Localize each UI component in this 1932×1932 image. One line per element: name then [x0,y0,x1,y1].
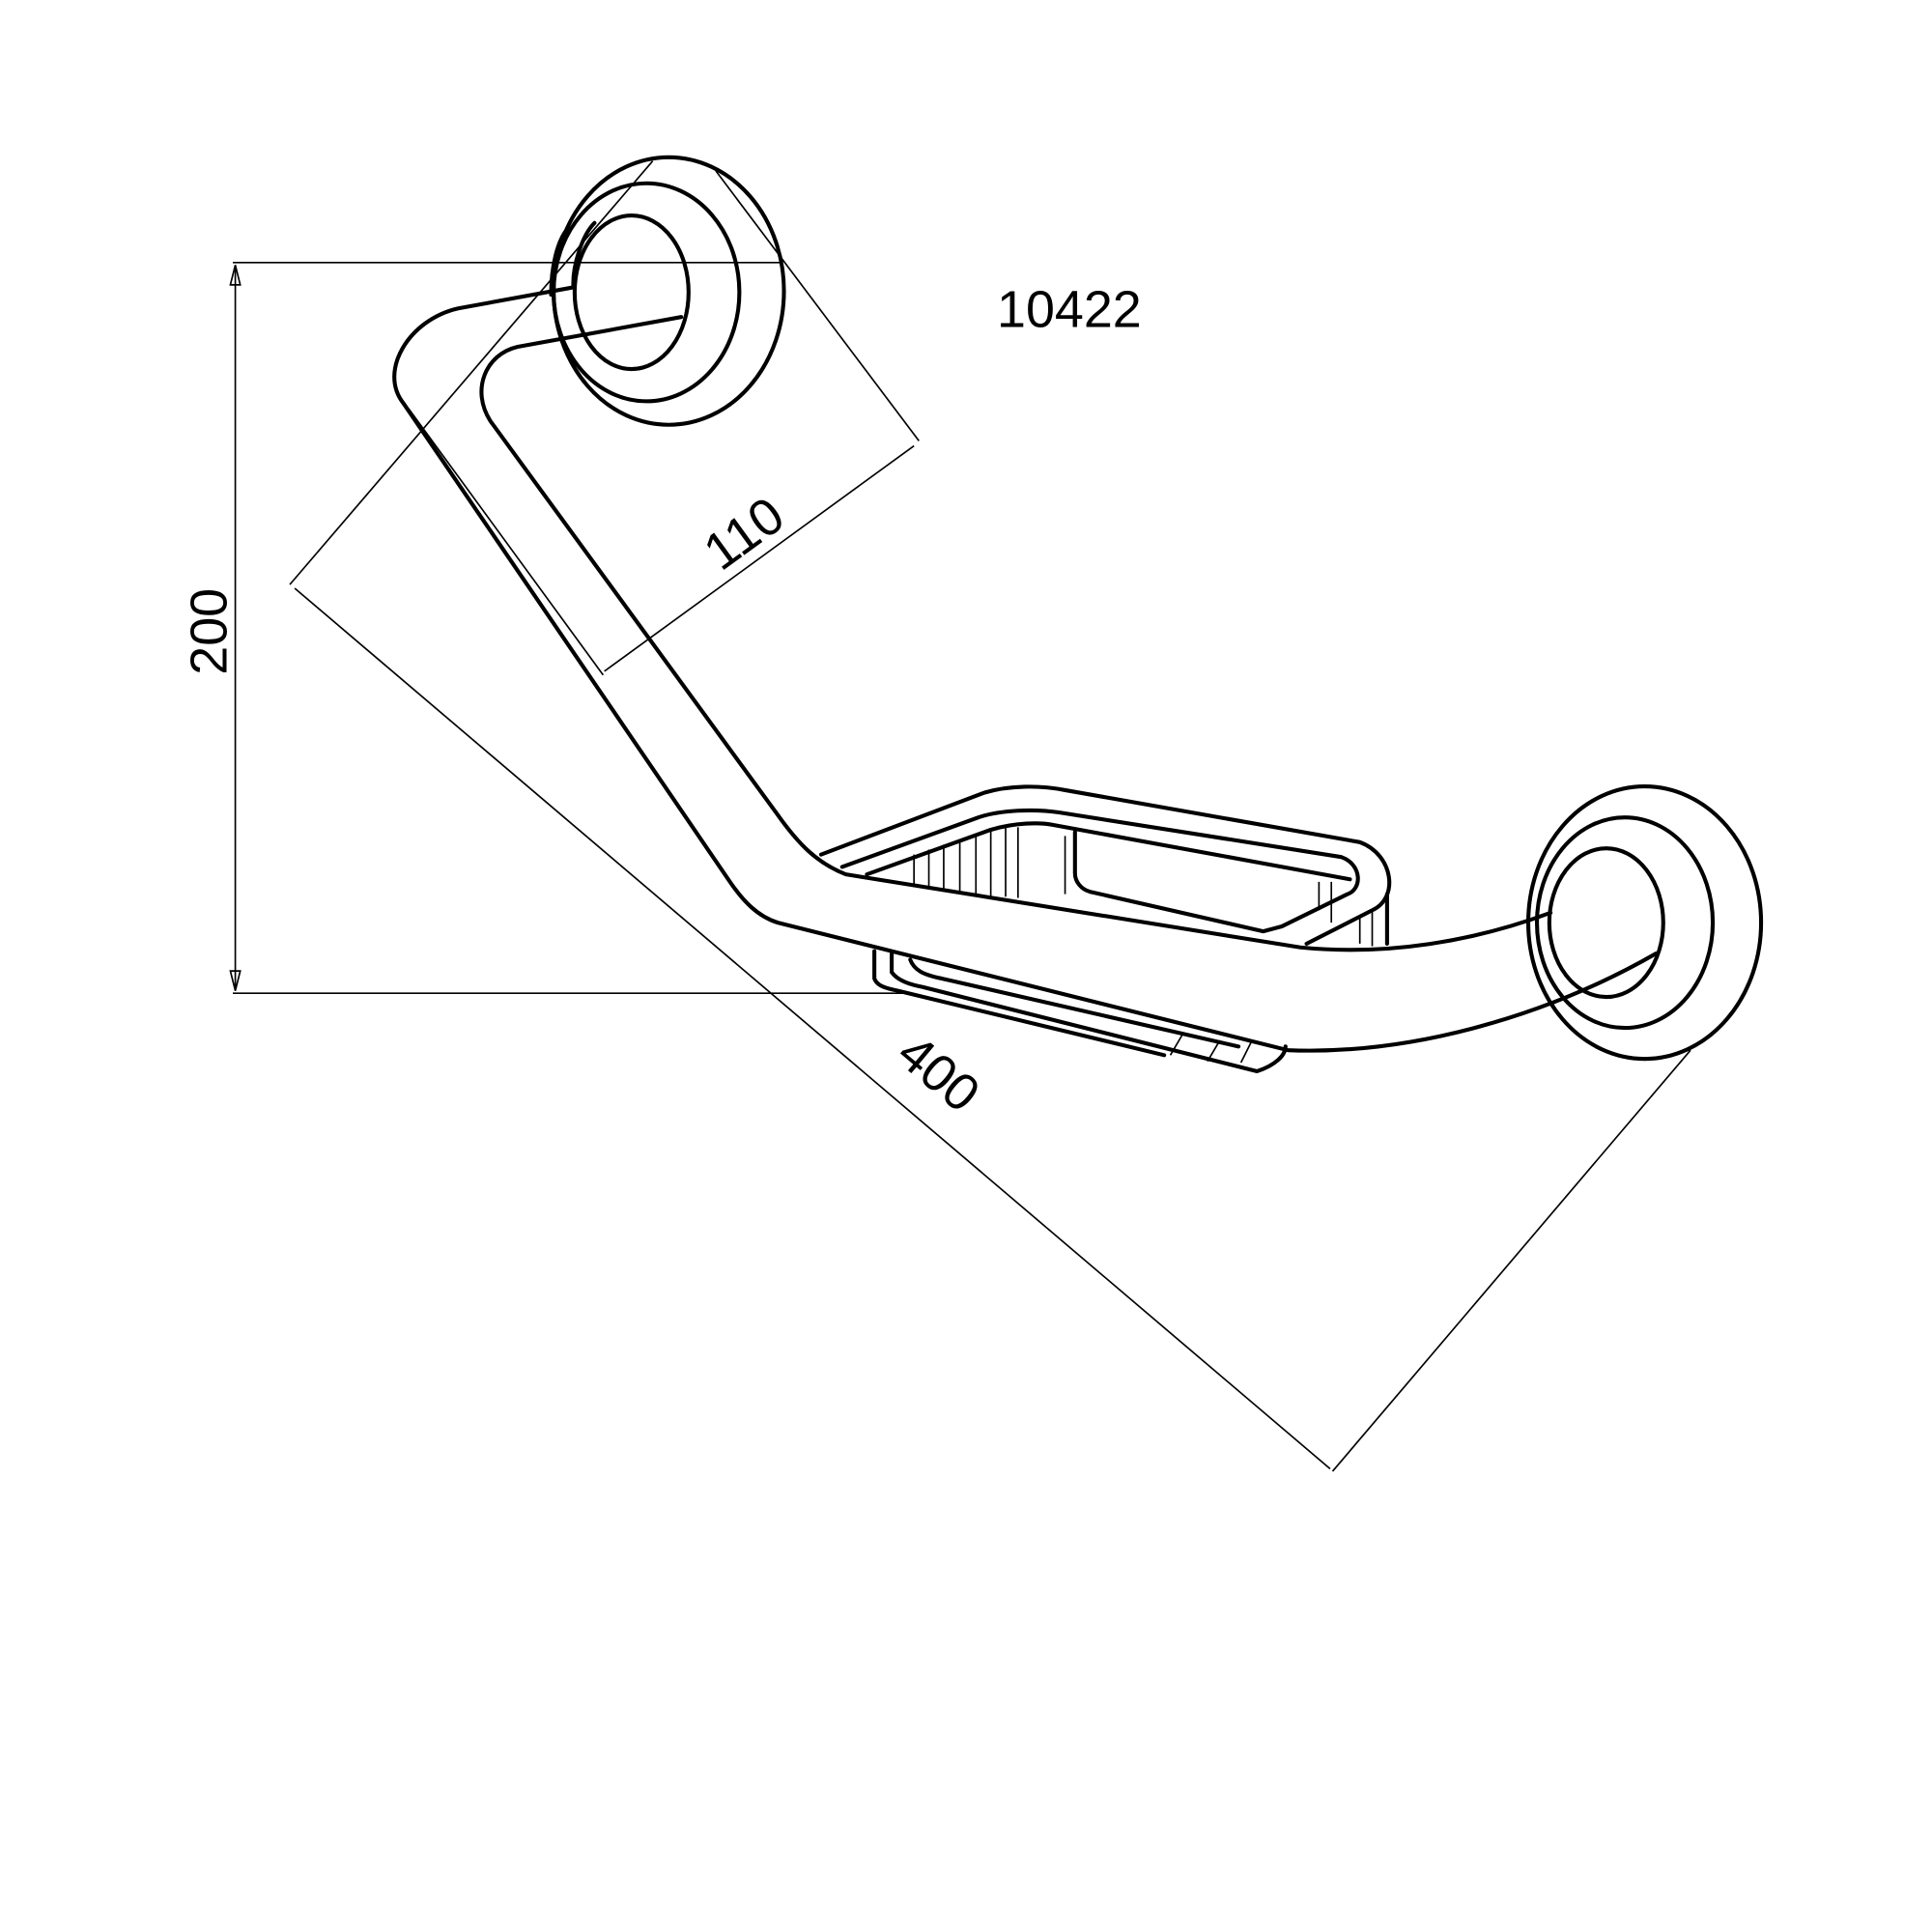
product-code-label: 10422 [997,280,1142,338]
right-wall-flange [1526,784,1764,1062]
depth-dimension-label: 110 [694,486,795,582]
top-wall-flange [552,155,786,427]
length-dimension-label: 400 [887,1023,990,1123]
soap-basket [818,784,1392,1074]
dimension-lines [229,160,1691,1472]
height-dimension-label: 200 [181,588,239,675]
grab-bar [392,220,1659,1053]
